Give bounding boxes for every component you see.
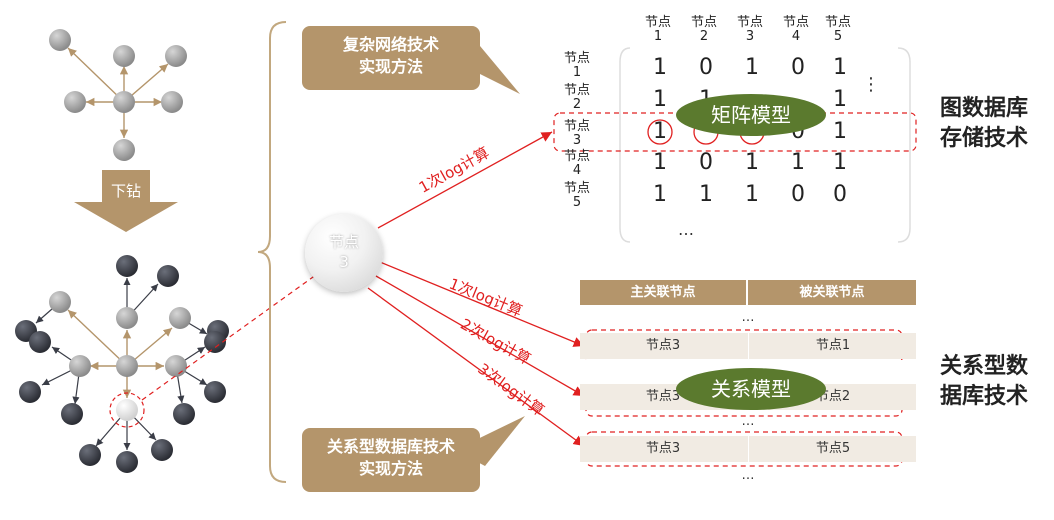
center-node-3: 节点 3 — [305, 214, 383, 292]
callout-relational-db: 关系型数据库技术 实现方法 — [302, 428, 480, 492]
graph-db-title: 图数据库 存储技术 — [940, 96, 1029, 151]
graph-node — [64, 91, 86, 113]
graph-node — [113, 139, 135, 161]
arrow-to-matrix — [377, 131, 553, 229]
graph-node-dark — [61, 403, 83, 425]
table-row: 节点3 节点1 — [580, 333, 916, 359]
matrix-cell: 0 — [699, 150, 713, 175]
relational-db-title: 关系型数 据库技术 — [940, 354, 1029, 409]
matrix-cell: 1 — [653, 119, 667, 144]
callout-complex-network: 复杂网络技术 实现方法 — [302, 26, 480, 90]
graph-node-selected — [116, 399, 138, 421]
matrix-cell: 1 — [745, 55, 759, 80]
graph-node-dark — [204, 381, 226, 403]
table-cell: 节点3 — [645, 338, 681, 353]
graph-node — [116, 307, 138, 329]
relation-model-label: 关系模型 — [676, 368, 826, 410]
table-ellipsis: … — [741, 414, 755, 429]
graph-node — [49, 291, 71, 313]
brace — [257, 21, 287, 483]
zoom-link-line — [141, 271, 321, 401]
matrix-cell: 1 — [745, 182, 759, 207]
center-node-line1: 节点 — [328, 233, 359, 251]
graph-node — [165, 355, 187, 377]
table-cell: 节点3 — [645, 389, 681, 404]
arrow-to-row3 — [367, 287, 585, 447]
drill-down-label: 下钻 — [110, 182, 141, 200]
matrix-cell: 1 — [833, 55, 847, 80]
table-header: 主关联节点 — [580, 280, 746, 305]
matrix-cell: 1 — [653, 55, 667, 80]
graph-node-dark — [157, 265, 179, 287]
table-header: 被关联节点 — [748, 280, 916, 305]
matrix-cell: 1 — [833, 87, 847, 112]
graph-node-dark — [79, 444, 101, 466]
graph-node — [165, 45, 187, 67]
center-node-line2: 3 — [339, 253, 349, 271]
graph-node — [69, 355, 91, 377]
graph-node-dark — [116, 451, 138, 473]
graph-node-dark — [19, 381, 41, 403]
matrix-ellipsis-bottom: … — [678, 220, 694, 239]
graph-node-dark — [151, 439, 173, 461]
matrix-cell: 1 — [745, 150, 759, 175]
matrix-cell: 1 — [653, 150, 667, 175]
table-cell: 节点3 — [645, 441, 681, 456]
matrix-cell: 1 — [791, 150, 805, 175]
matrix-cell: 0 — [699, 55, 713, 80]
matrix-right-bracket — [897, 47, 911, 243]
matrix-cell: 0 — [791, 55, 805, 80]
table-cell: 节点5 — [748, 436, 917, 462]
table-ellipsis: … — [741, 468, 755, 483]
arrow-to-row2 — [375, 275, 585, 397]
table-ellipsis: … — [741, 310, 755, 325]
matrix-ellipsis-right: ⋮ — [862, 74, 880, 95]
graph-node-dark — [204, 331, 226, 353]
matrix-cell: 1 — [653, 182, 667, 207]
graph-node-dark — [116, 255, 138, 277]
graph-node-dark — [173, 403, 195, 425]
matrix-left-bracket — [619, 47, 631, 243]
graph-node — [116, 355, 138, 377]
graph-node — [113, 91, 135, 113]
matrix-cell: 1 — [653, 87, 667, 112]
top-graph — [49, 29, 187, 161]
graph-node — [161, 91, 183, 113]
table-row: 节点3 节点5 — [580, 436, 916, 462]
matrix-cell: 0 — [791, 182, 805, 207]
matrix-cell: 0 — [833, 182, 847, 207]
selected-node-highlight — [109, 392, 145, 428]
graph-node-dark — [29, 331, 51, 353]
matrix-model-label: 矩阵模型 — [676, 94, 826, 136]
matrix-cell: 1 — [833, 119, 847, 144]
bottom-graph — [15, 255, 229, 473]
matrix-cell: 1 — [699, 182, 713, 207]
matrix-cell-circle — [647, 119, 673, 145]
matrix-cell: 1 — [833, 150, 847, 175]
table-cell: 节点1 — [748, 333, 917, 359]
drill-down-arrow-shape — [74, 170, 178, 232]
arrow-to-row1 — [379, 261, 585, 347]
graph-node — [49, 29, 71, 51]
graph-node — [113, 45, 135, 67]
graph-node — [169, 307, 191, 329]
